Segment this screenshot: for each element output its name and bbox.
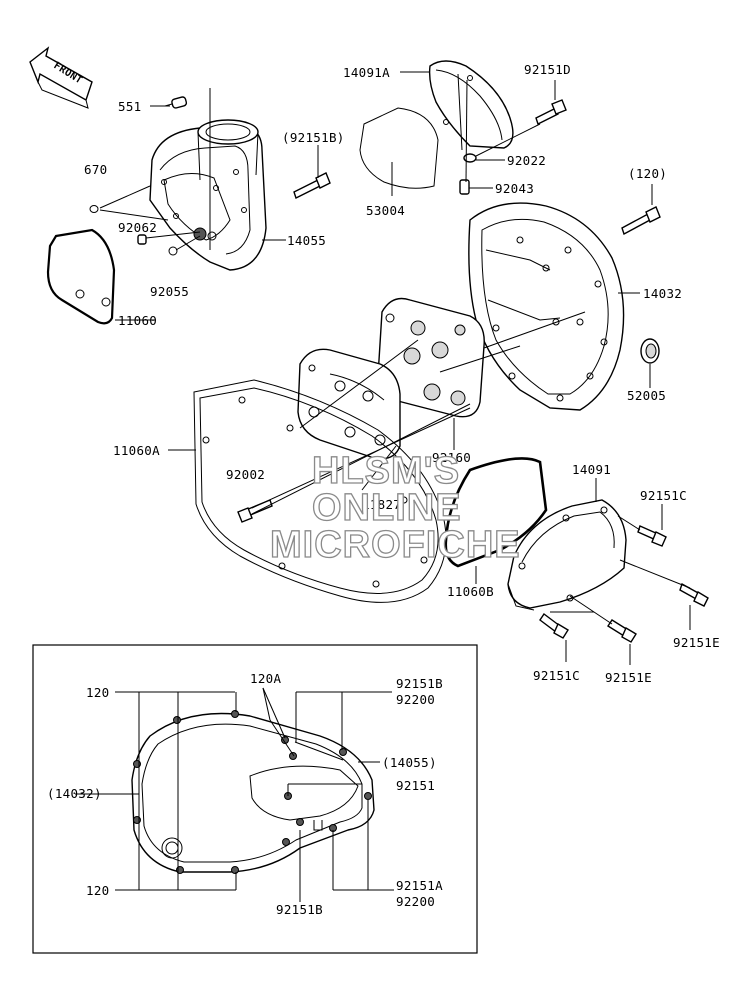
label-92151B-top: (92151B) <box>282 130 345 145</box>
part-11827-plate <box>297 348 401 460</box>
part-14055-housing <box>149 119 267 271</box>
label-14091A: 14091A <box>343 65 390 80</box>
part-92160-plate <box>377 297 485 418</box>
label-551: 551 <box>118 99 141 114</box>
label-11060: 11060 <box>118 313 157 328</box>
inset-cover <box>131 712 375 873</box>
watermark-line3: MICROFICHE <box>270 524 521 566</box>
inset-label-120-bottom: 120 <box>86 883 109 898</box>
label-120-top: (120) <box>628 166 667 181</box>
part-11060-gasket <box>46 228 116 325</box>
inset-label-92200-bottom: 92200 <box>396 894 435 909</box>
inset-label-14032: (14032) <box>47 786 102 801</box>
label-92043: 92043 <box>495 181 534 196</box>
inset-label-92200-top: 92200 <box>396 692 435 707</box>
part-92151B-bolt <box>293 172 331 199</box>
label-92055: 92055 <box>150 284 189 299</box>
part-92151E-bolt-b <box>607 619 637 643</box>
part-11060A-gasket <box>193 379 447 603</box>
label-11827: 11827 <box>362 497 401 512</box>
label-92160: 92160 <box>432 450 471 465</box>
label-92151E-b: 92151E <box>605 670 652 685</box>
inset-label-92151B-bottom: 92151B <box>276 902 323 917</box>
part-92062-dowel <box>137 234 147 245</box>
inset-frame <box>32 644 478 954</box>
label-92151E-a: 92151E <box>673 635 720 650</box>
label-52005: 52005 <box>627 388 666 403</box>
part-92151D-bolt <box>535 99 567 125</box>
inset-bolt-holes <box>133 710 372 874</box>
label-92062: 92062 <box>118 220 157 235</box>
part-120-bolt <box>621 206 661 236</box>
watermark-line1: HLSM'S <box>312 450 460 492</box>
part-14091-cover <box>507 499 627 611</box>
label-92151C-b: 92151C <box>533 668 580 683</box>
label-92151C-a: 92151C <box>640 488 687 503</box>
inset-label-120-top: 120 <box>86 685 109 700</box>
label-670: 670 <box>84 162 107 177</box>
label-92151D: 92151D <box>524 62 571 77</box>
part-92151C-bolt-b <box>539 612 569 639</box>
inset-label-120A: 120A <box>250 671 281 686</box>
label-11060B: 11060B <box>447 584 494 599</box>
inset-label-92151: 92151 <box>396 778 435 793</box>
label-14091: 14091 <box>572 462 611 477</box>
watermark-line2: ONLINE <box>312 487 462 529</box>
label-14055: 14055 <box>287 233 326 248</box>
part-92002-bolt <box>237 499 273 523</box>
part-labels: 551 670 92062 92055 11060 14055 (92151B)… <box>84 62 720 685</box>
inset-detail: 120 120A 92151B 92200 (14055) (14032) 92… <box>32 644 478 954</box>
label-92002: 92002 <box>226 467 265 482</box>
label-92022: 92022 <box>507 153 546 168</box>
part-11060B-gasket <box>444 457 548 568</box>
part-14032-cover <box>468 202 625 411</box>
part-92151C-bolt-a <box>637 525 667 547</box>
front-arrow-icon: FRONT <box>29 46 93 109</box>
label-14032: 14032 <box>643 286 682 301</box>
part-52005-seal <box>640 338 660 364</box>
part-92151E-bolt-a <box>679 582 709 607</box>
inset-label-14055: (14055) <box>382 755 437 770</box>
inset-label-92151B-top: 92151B <box>396 676 443 691</box>
leader-lines <box>99 71 691 665</box>
watermark: HLSM'S ONLINE MICROFICHE <box>269 449 521 566</box>
part-92043-pin <box>459 179 470 195</box>
part-551-pin <box>164 96 188 109</box>
label-53004: 53004 <box>366 203 405 218</box>
part-92055-oring <box>168 246 178 256</box>
part-14091A-cover <box>428 60 514 151</box>
inset-label-92151A: 92151A <box>396 878 443 893</box>
part-53004-pad <box>359 107 439 189</box>
inset-leader-lines <box>75 687 394 902</box>
part-670-oring <box>89 205 99 213</box>
label-11060A: 11060A <box>113 443 160 458</box>
part-92022-washer <box>463 153 477 163</box>
